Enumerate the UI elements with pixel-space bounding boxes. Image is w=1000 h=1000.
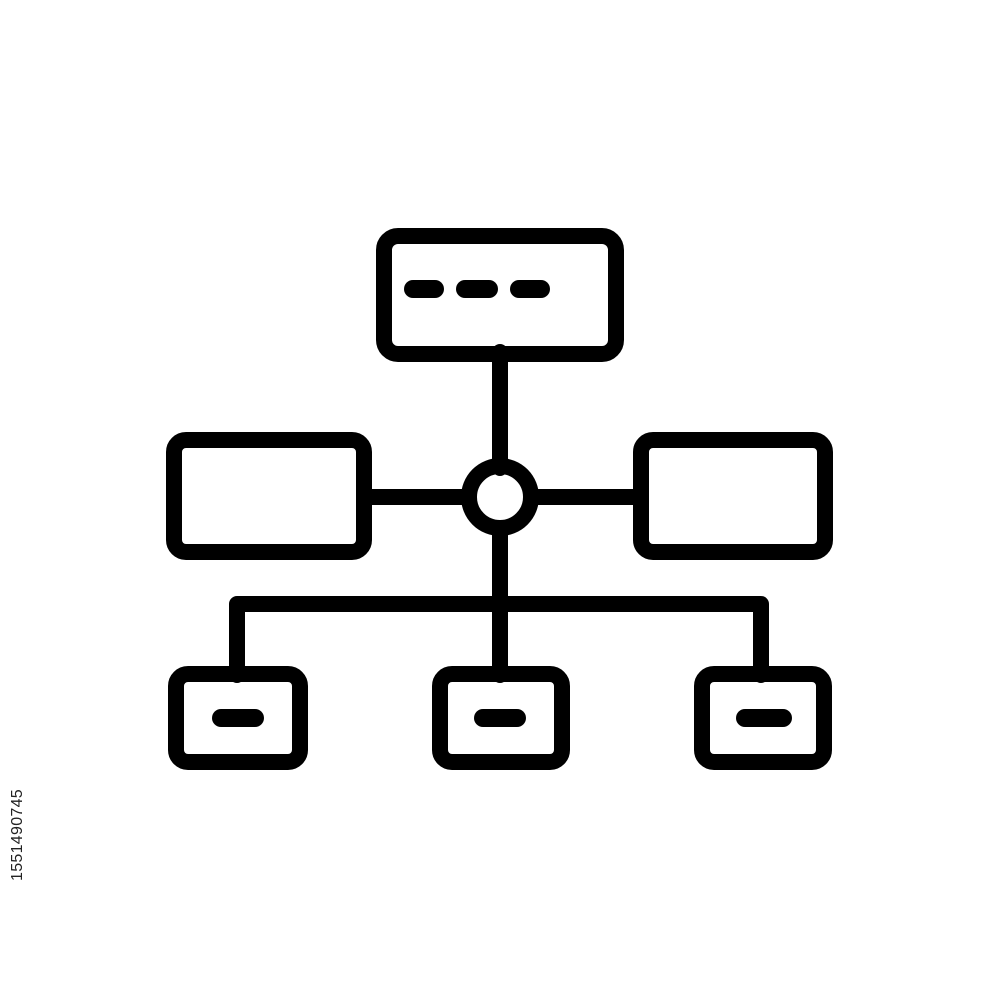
- top-node-dash-3: [510, 280, 550, 298]
- top-node-box: [376, 228, 624, 362]
- bottom-right-node-box: [694, 666, 832, 770]
- bottom-left-node-dash: [212, 709, 264, 727]
- hub-circle: [461, 458, 539, 536]
- bottom-center-node-dash: [474, 709, 526, 727]
- bottom-right-node-dash: [736, 709, 792, 727]
- connector-branch-bar: [229, 596, 769, 683]
- right-node-box: [633, 432, 833, 560]
- bottom-left-node-box: [168, 666, 308, 770]
- stock-id-label: 1551490745: [6, 760, 30, 910]
- stock-id-text: 1551490745: [9, 789, 27, 881]
- bottom-center-node-box: [432, 666, 570, 770]
- top-node-dash-1: [404, 280, 444, 298]
- top-node-dash-2: [456, 280, 498, 298]
- left-node-box: [166, 432, 372, 560]
